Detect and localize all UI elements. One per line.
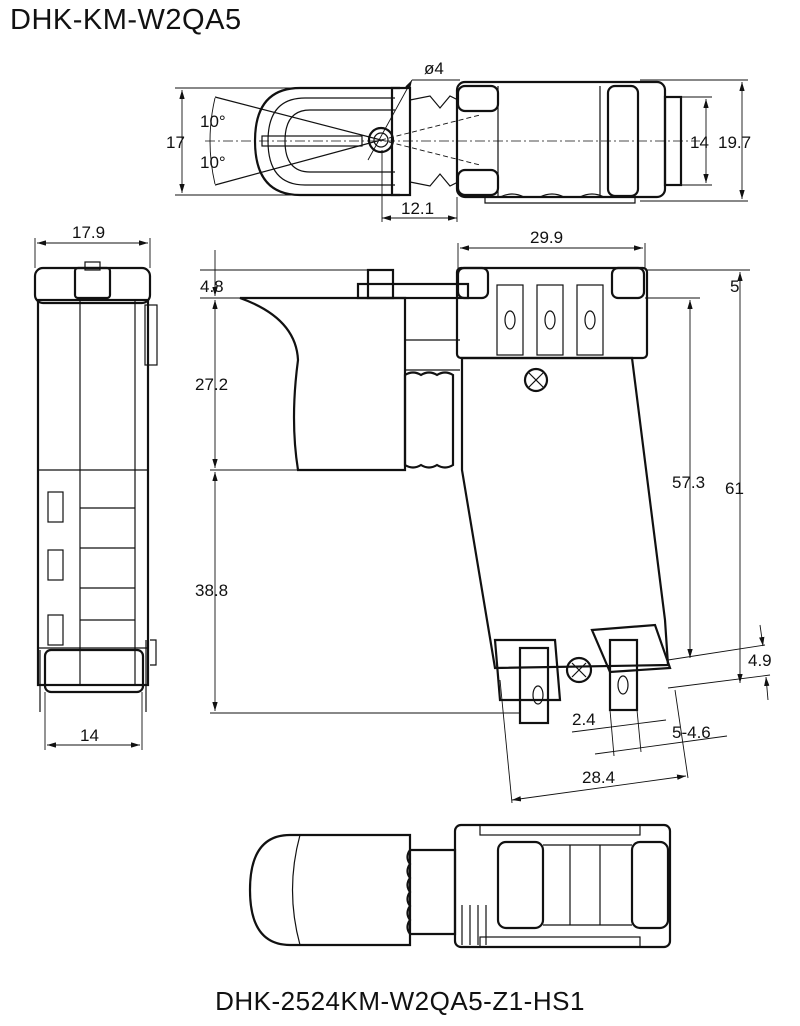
dim-lower-height: 38.8 [195, 581, 228, 600]
screw-icon-lower [565, 656, 593, 684]
dim-body-width: 29.9 [530, 228, 563, 247]
dim-side-width-bottom: 14 [80, 726, 99, 745]
dim-terminal-spec: 5-4.6 [672, 723, 711, 742]
front-view: 29.9 4.8 5 27.2 38.8 57.3 61 4.9 2.4 5-4… [195, 228, 772, 804]
dim-terminal-height: 57.3 [672, 473, 705, 492]
dim-overall-height-front: 61 [725, 479, 744, 498]
screw-icon [523, 367, 549, 393]
top-view: 17 10° 10° ø4 12.1 14 19.7 [166, 59, 751, 222]
dim-angle-upper: 10° [200, 112, 226, 131]
model-number: DHK-2524KM-W2QA5-Z1-HS1 [215, 986, 585, 1016]
dim-pivot-offset: 12.1 [401, 199, 434, 218]
dim-top-height: 17 [166, 133, 185, 152]
dim-terminal-width: 2.4 [572, 710, 596, 729]
dim-angle-lower: 10° [200, 153, 226, 172]
dim-trigger-height: 27.2 [195, 375, 228, 394]
dim-terminal-step: 4.9 [748, 651, 772, 670]
bottom-view [248, 823, 672, 949]
dim-overall-height: 19.7 [718, 133, 751, 152]
dim-trigger-top: 4.8 [200, 277, 224, 296]
pivot-icon [367, 126, 395, 154]
dim-top-offset: 5 [730, 277, 739, 296]
drawing-title: DHK-KM-W2QA5 [10, 4, 242, 36]
dim-bottom-width: 28.4 [582, 768, 615, 787]
dim-inner-height: 14 [690, 133, 709, 152]
side-view: 17.9 14 [33, 223, 158, 750]
dim-diameter: ø4 [424, 59, 444, 78]
dim-side-width-top: 17.9 [72, 223, 105, 242]
